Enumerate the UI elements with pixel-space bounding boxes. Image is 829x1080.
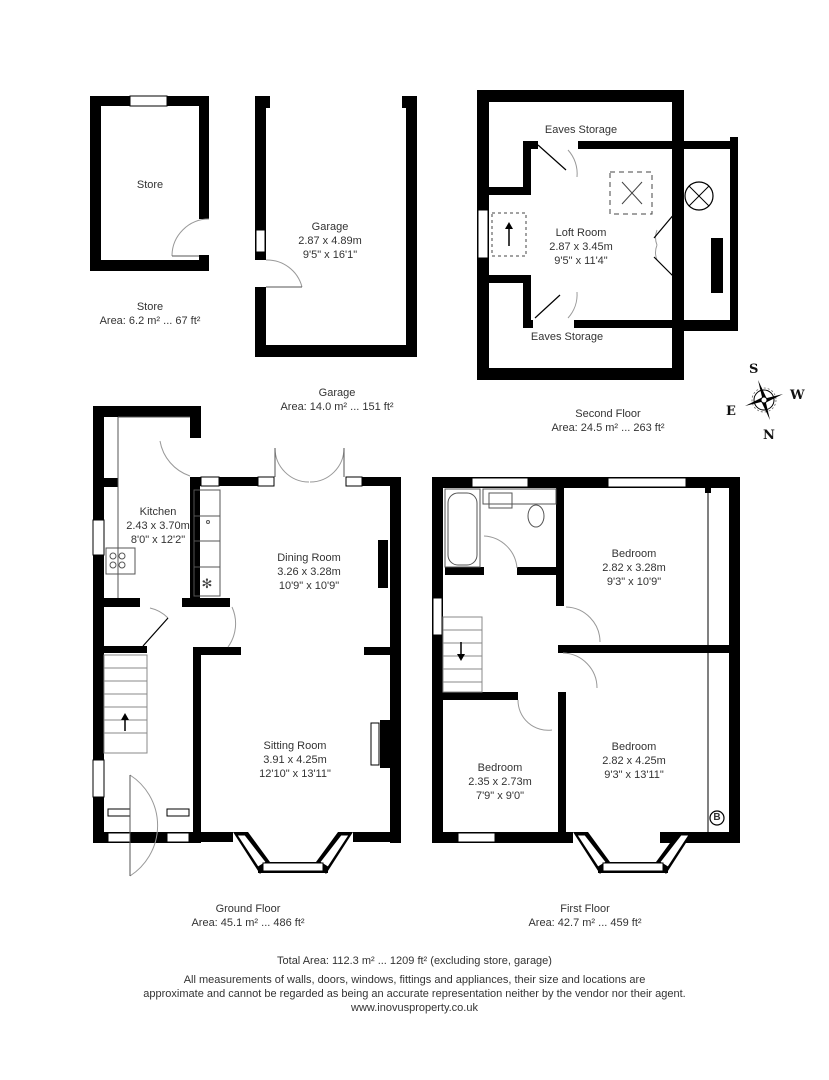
caption-area: Area: 6.2 m² ... 67 ft² — [99, 315, 201, 327]
svg-text:✻: ✻ — [202, 576, 213, 591]
room-name: Eaves Storage — [544, 124, 618, 136]
room-metric: 2.82 x 3.28m — [602, 562, 666, 574]
bedroom-front-label: Bedroom 2.82 x 4.25m 9'3" x 13'11" — [602, 740, 666, 782]
total-area: Total Area: 112.3 m² ... 1209 ft² (exclu… — [277, 955, 552, 967]
room-metric: 3.26 x 3.28m — [277, 566, 341, 578]
ground-floor-walls — [92, 406, 401, 874]
caption-title: First Floor — [560, 903, 610, 915]
caption-area: Area: 24.5 m² ... 263 ft² — [551, 422, 665, 434]
room-metric: 2.43 x 3.70m — [126, 520, 190, 532]
disclaimer-line-2: approximate and cannot be regarded as be… — [143, 988, 686, 1000]
caption-area: Area: 45.1 m² ... 486 ft² — [191, 917, 305, 929]
room-metric: 3.91 x 4.25m — [263, 754, 327, 766]
store-room-label: Store — [137, 178, 163, 192]
room-name: Sitting Room — [263, 740, 327, 752]
bedroom-small-label: Bedroom 2.35 x 2.73m 7'9" x 9'0" — [468, 761, 532, 803]
first-floor-walls — [432, 477, 740, 874]
store-walls — [90, 95, 209, 271]
second-floor-walls — [477, 90, 738, 380]
store-caption: Store Area: 6.2 m² ... 67 ft² — [100, 300, 201, 328]
caption-title: Garage — [318, 387, 356, 399]
compass-south: S — [749, 362, 759, 377]
compass-rose — [745, 380, 783, 420]
sitting-room-label: Sitting Room 3.91 x 4.25m 12'10" x 13'11… — [259, 739, 331, 781]
room-imperial: 10'9" x 10'9" — [278, 580, 340, 592]
room-imperial: 9'5" x 16'1" — [302, 249, 358, 261]
garage-door-arc — [265, 259, 303, 288]
room-imperial: 8'0" x 12'2" — [130, 534, 186, 546]
room-metric: 2.82 x 4.25m — [602, 755, 666, 767]
boiler-marker — [709, 810, 725, 826]
room-name: Bedroom — [611, 548, 657, 560]
room-imperial: 9'5" x 11'4" — [554, 255, 608, 267]
caption-area: Area: 42.7 m² ... 459 ft² — [528, 917, 642, 929]
store-door-arc — [171, 218, 210, 257]
kitchen-label: Kitchen 2.43 x 3.70m 8'0" x 12'2" — [126, 505, 190, 547]
caption-title: Ground Floor — [215, 903, 281, 915]
room-name: Dining Room — [277, 552, 341, 564]
eaves-storage-bottom-label: Eaves Storage — [531, 330, 603, 344]
compass-west: W — [790, 388, 805, 403]
room-imperial: 12'10" x 13'11" — [259, 768, 331, 780]
compass-east: E — [726, 404, 736, 419]
room-imperial: 9'3" x 13'11" — [604, 769, 664, 781]
garage-caption: Garage Area: 14.0 m² ... 151 ft² — [280, 386, 393, 414]
caption-title: Store — [136, 301, 164, 313]
bedroom-rear-label: Bedroom 2.82 x 3.28m 9'3" x 10'9" — [602, 547, 666, 589]
kitchen-fixtures: ✻ — [105, 489, 221, 597]
room-name: Eaves Storage — [530, 331, 604, 343]
dining-room-label: Dining Room 3.26 x 3.28m 10'9" x 10'9" — [277, 551, 341, 593]
garage-walls — [255, 96, 417, 357]
disclaimer-line-1: All measurements of walls, doors, window… — [183, 974, 646, 986]
loft-room-label: Loft Room 2.87 x 3.45m 9'5" x 11'4" — [549, 226, 613, 268]
boiler-label: B — [713, 812, 721, 823]
room-metric: 2.87 x 3.45m — [549, 241, 613, 253]
caption-title: Second Floor — [575, 408, 641, 420]
room-name: Store — [136, 179, 164, 191]
room-imperial: 7'9" x 9'0" — [475, 790, 525, 802]
loft-fixtures — [491, 171, 714, 257]
room-name: Loft Room — [555, 227, 607, 239]
website-link[interactable]: www.inovusproperty.co.uk — [351, 1002, 478, 1014]
first-floor-caption: First Floor Area: 42.7 m² ... 459 ft² — [528, 902, 641, 930]
second-floor-caption: Second Floor Area: 24.5 m² ... 263 ft² — [551, 407, 664, 435]
eaves-storage-top-label: Eaves Storage — [545, 123, 617, 137]
room-metric: 2.35 x 2.73m — [468, 776, 532, 788]
caption-area: Area: 14.0 m² ... 151 ft² — [280, 401, 394, 413]
garage-room-label: Garage 2.87 x 4.89m 9'5" x 16'1" — [298, 220, 362, 262]
room-metric: 2.87 x 4.89m — [298, 235, 362, 247]
ground-stairs — [103, 654, 148, 754]
ground-floor-caption: Ground Floor Area: 45.1 m² ... 486 ft² — [191, 902, 304, 930]
room-name: Kitchen — [139, 506, 177, 518]
room-imperial: 9'3" x 10'9" — [606, 576, 662, 588]
room-name: Bedroom — [477, 762, 523, 774]
bathroom-fixtures — [444, 488, 557, 568]
room-name: Bedroom — [611, 741, 657, 753]
room-name: Garage — [311, 221, 349, 233]
compass-north: N — [763, 428, 775, 443]
